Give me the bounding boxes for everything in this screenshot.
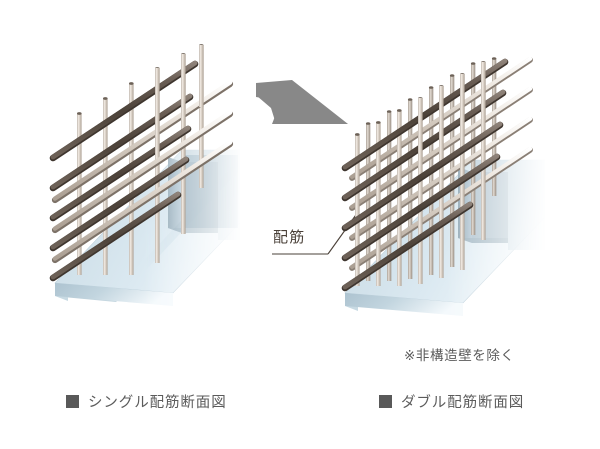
horizontal-rebar <box>49 156 190 252</box>
horizontal-rebar <box>49 125 192 222</box>
vertical-rebar <box>407 98 413 279</box>
vertical-rebar-front-overlay-double <box>418 62 486 160</box>
caption-single: シングル配筋断面図 <box>66 391 227 412</box>
vertical-rebar-front-overlay-single <box>155 45 204 156</box>
vertical-rebar <box>428 86 434 275</box>
horizontal-rebar <box>51 140 234 264</box>
horizontal-rebar <box>49 191 182 282</box>
vertical-rebar <box>397 109 402 286</box>
caption-bullet-icon <box>379 395 392 408</box>
horizontal-rebar <box>341 121 504 232</box>
horizontal-rebar <box>51 110 234 234</box>
exclusion-note: ※非構造壁を除く <box>404 348 515 364</box>
horizontal-rebar <box>341 89 507 202</box>
horizontal-rebar-group-double-front <box>341 58 509 292</box>
vertical-rebar <box>470 62 476 235</box>
vertical-rebar <box>355 133 360 286</box>
horizontal-rebar <box>49 60 199 162</box>
caption-double-label: ダブル配筋断面図 <box>401 395 525 411</box>
horizontal-rebar <box>341 58 509 172</box>
transition-arrow <box>256 80 348 124</box>
vertical-rebar <box>365 122 371 281</box>
horizontal-rebar <box>49 93 194 192</box>
concrete-block-double <box>344 159 591 316</box>
caption-single-label: シングル配筋断面図 <box>88 395 227 411</box>
vertical-rebar <box>77 112 82 275</box>
callout-label: 配筋 <box>273 228 306 246</box>
double-reinforcement-diagram <box>341 56 591 316</box>
caption-double: ダブル配筋断面図 <box>379 391 524 412</box>
horizontal-rebar <box>341 201 474 292</box>
caption-bullet-icon <box>66 395 79 408</box>
horizontal-rebar <box>341 153 501 262</box>
